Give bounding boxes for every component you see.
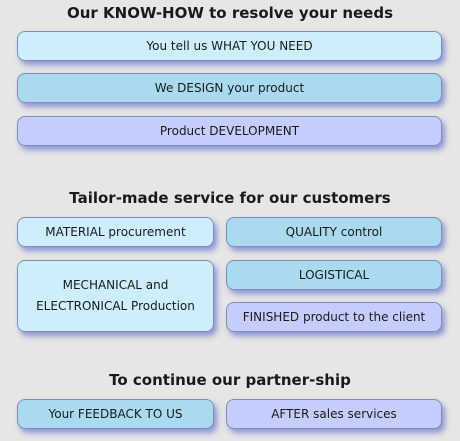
box-logistical: LOGISTICAL	[226, 260, 442, 290]
section-title-tailor-made: Tailor-made service for our customers	[69, 189, 391, 207]
box-what-you-need-label: You tell us WHAT YOU NEED	[146, 38, 313, 53]
box-material-label: MATERIAL procurement	[45, 224, 186, 239]
box-finished-label: FINISHED product to the client	[242, 309, 426, 324]
box-design-label: We DESIGN your product	[154, 80, 305, 95]
box-material-procurement: MATERIAL procurement	[17, 217, 214, 247]
box-development: Product DEVELOPMENT	[17, 116, 442, 146]
box-quality-control: QUALITY control	[226, 217, 442, 247]
box-logistical-label: LOGISTICAL	[298, 267, 370, 282]
box-what-you-need: You tell us WHAT YOU NEED	[17, 31, 442, 61]
box-feedback: Your FEEDBACK TO US	[17, 399, 214, 429]
box-after-sales: AFTER sales services	[226, 399, 442, 429]
box-mechanical-production: MECHANICAL and ELECTRONICAL Production	[17, 260, 214, 332]
box-mechanical-line2: ELECTRONICAL Production	[36, 299, 195, 313]
box-quality-label: QUALITY control	[285, 224, 383, 239]
box-mechanical-line1: MECHANICAL and	[62, 278, 169, 292]
box-development-label: Product DEVELOPMENT	[159, 123, 300, 138]
section-title-partnership: To continue our partner-ship	[109, 371, 351, 389]
box-design: We DESIGN your product	[17, 73, 442, 103]
box-finished-product: FINISHED product to the client	[226, 302, 442, 332]
box-feedback-label: Your FEEDBACK TO US	[48, 406, 183, 421]
box-after-sales-label: AFTER sales services	[271, 406, 397, 421]
section-title-know-how: Our KNOW-HOW to resolve your needs	[66, 4, 394, 22]
